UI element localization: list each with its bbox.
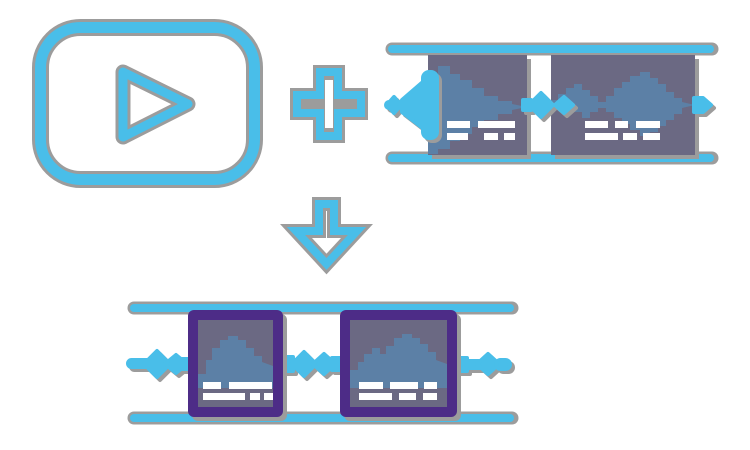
waveform-icon	[428, 66, 695, 154]
plus-inner-highlight	[325, 80, 333, 128]
arrow-outline	[286, 200, 367, 270]
play-triangle-icon	[118, 67, 193, 142]
arrow-down-icon	[279, 197, 374, 275]
result-video-strip	[126, 301, 519, 425]
subtitle-text-lines	[447, 121, 660, 140]
play-button-icon	[32, 19, 263, 188]
subtitle-text-lines	[203, 382, 437, 400]
waveform-icon	[198, 334, 447, 388]
play-frame	[35, 22, 260, 185]
plus-icon	[290, 65, 368, 143]
subtitle-track-strip	[384, 42, 719, 165]
